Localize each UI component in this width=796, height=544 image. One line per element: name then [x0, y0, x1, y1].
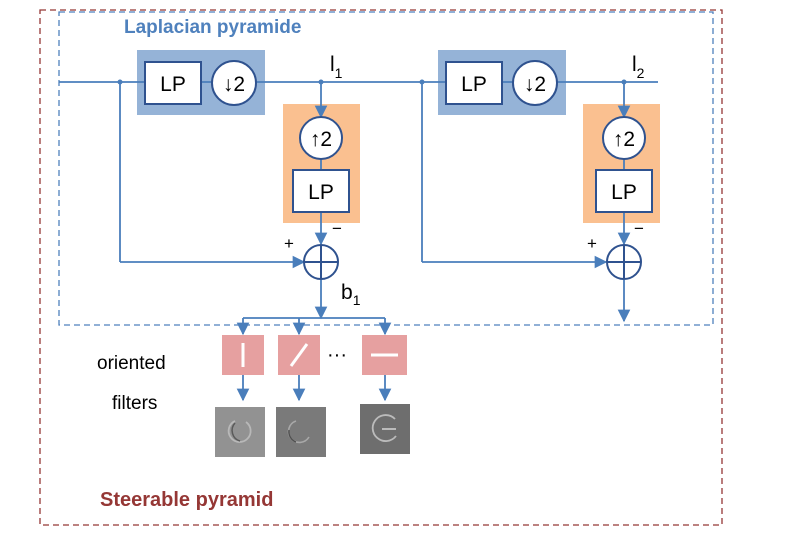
upsample-label: ↑2: [613, 128, 635, 151]
lp-box-up-2: [595, 169, 653, 213]
filter-vertical: [222, 335, 264, 375]
filter-diagonal: [278, 335, 320, 375]
upsample-label: ↑2: [310, 128, 332, 151]
laplacian-title: Laplacian pyramide: [124, 17, 301, 38]
lp-label: LP: [308, 181, 334, 204]
lp-box-down-1: [144, 61, 202, 105]
lp-label: LP: [160, 73, 186, 96]
signal-label-l1: l1: [330, 53, 343, 81]
filter-horizontal: [362, 335, 407, 375]
filters-ellipsis: ···: [327, 344, 347, 366]
downsample-label: ↓2: [524, 73, 546, 96]
steerable-title: Steerable pyramid: [100, 489, 273, 511]
upsample-circle-1: [299, 116, 343, 160]
minus-sign-1: −: [332, 219, 342, 238]
lp-box-down-2: [445, 61, 503, 105]
junction-dot: [419, 79, 425, 85]
oriented-filters-label-line2: filters: [112, 393, 157, 414]
oriented-filters-label-line1: oriented: [97, 353, 166, 374]
plus-sign-1: +: [284, 234, 294, 253]
downsample-circle-2: [512, 60, 558, 106]
plus-sign-2: +: [587, 234, 597, 253]
sum-node-2: [606, 244, 642, 280]
output-image-1: [215, 407, 265, 457]
lp-label: LP: [611, 181, 637, 204]
output-image-2: [276, 407, 326, 457]
lp-box-up-1: [292, 169, 350, 213]
downsample-circle-1: [211, 60, 257, 106]
signal-label-l2: l2: [632, 53, 645, 81]
upsample-circle-2: [602, 116, 646, 160]
steerable-pyramid-border: [39, 9, 723, 526]
junction-dot: [117, 79, 123, 85]
signal-label-b1: b1: [341, 281, 361, 308]
sum-node-1: [303, 244, 339, 280]
lp-label: LP: [461, 73, 487, 96]
downsample-label: ↓2: [223, 73, 245, 96]
output-image-3: [360, 404, 410, 454]
minus-sign-2: −: [634, 219, 644, 238]
